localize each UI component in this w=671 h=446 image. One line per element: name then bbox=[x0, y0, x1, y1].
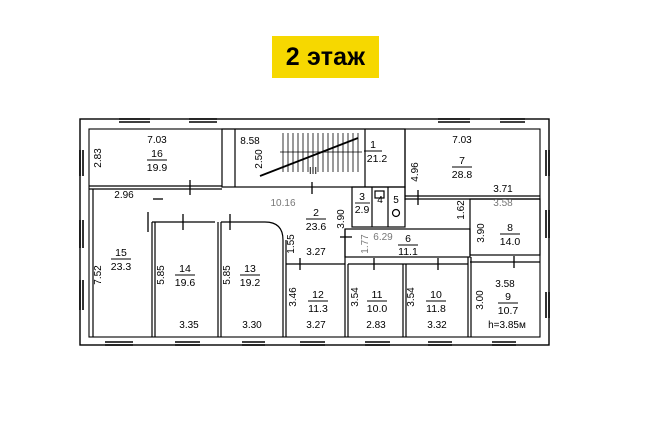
room-11: 11 10.0 bbox=[367, 289, 388, 315]
dimension: 3.58 bbox=[493, 198, 513, 209]
room-7: 7 28.8 bbox=[452, 155, 473, 181]
room-16: 16 19.9 bbox=[147, 148, 168, 174]
small-room-4: 4 bbox=[377, 195, 383, 206]
room-number: 13 bbox=[244, 263, 256, 275]
room-14: 14 19.6 bbox=[175, 263, 196, 289]
wc-block bbox=[351, 186, 406, 228]
room-12: 12 11.3 bbox=[308, 289, 328, 315]
room-area: 19.9 bbox=[147, 162, 168, 174]
dimension: 8.58 bbox=[240, 136, 260, 147]
room-area: 10.7 bbox=[498, 305, 519, 317]
room-number: 16 bbox=[151, 148, 163, 160]
windows-bottom bbox=[105, 341, 516, 346]
room-area: 11.3 bbox=[308, 303, 328, 315]
dimension: 5.85 bbox=[222, 265, 233, 285]
room-8: 8 14.0 bbox=[500, 222, 521, 248]
room-10: 10 11.8 bbox=[426, 289, 446, 315]
dimension: 3.32 bbox=[427, 320, 447, 331]
room-area: 2.9 bbox=[355, 204, 370, 216]
plan-lines bbox=[79, 118, 550, 346]
dimension: 10.16 bbox=[270, 198, 295, 209]
dimension: 1.62 bbox=[456, 200, 467, 220]
dimension: 3.35 bbox=[179, 320, 199, 331]
dimension: 3.27 bbox=[306, 320, 326, 331]
room-13: 13 19.2 bbox=[240, 263, 261, 289]
floor-label: 2 этаж bbox=[285, 42, 366, 71]
dimension: 2.50 bbox=[254, 149, 265, 169]
toilet bbox=[391, 208, 401, 218]
dimension: 7.03 bbox=[147, 135, 167, 146]
room-number: 3 bbox=[359, 191, 365, 203]
room-area: 19.6 bbox=[175, 277, 196, 289]
room-number: 8 bbox=[507, 222, 513, 234]
stair-label: III bbox=[309, 166, 317, 177]
dimension: 3.27 bbox=[306, 247, 326, 258]
room-number: 6 bbox=[405, 233, 411, 245]
room-number: 9 bbox=[505, 291, 511, 303]
room-number: 7 bbox=[459, 155, 465, 167]
dimension: 3.71 bbox=[493, 184, 513, 195]
dimension: 3.90 bbox=[336, 209, 347, 229]
dimension: 3.54 bbox=[406, 287, 417, 307]
room-number: 10 bbox=[430, 289, 442, 301]
door-marks bbox=[147, 180, 515, 270]
dimension: 3.00 bbox=[475, 290, 486, 310]
dimension: 3.46 bbox=[288, 287, 299, 307]
dimension: 2.83 bbox=[93, 148, 104, 168]
room-area: 23.6 bbox=[306, 221, 327, 233]
dimension: 6.29 bbox=[373, 232, 393, 243]
corridor-curve bbox=[264, 221, 284, 337]
stair-arrow bbox=[259, 137, 359, 177]
windows-top bbox=[119, 118, 525, 123]
room-labels: 1 21.2 2 23.6 3 2.9 6 11.1 7 28.8 8 14.0 bbox=[111, 139, 521, 317]
room-area: 19.2 bbox=[240, 277, 261, 289]
room-area: 10.0 bbox=[367, 303, 388, 315]
dimension: 7.03 bbox=[452, 135, 472, 146]
dimension: 3.54 bbox=[350, 287, 361, 307]
dimension-labels: 7.03 8.58 7.03 2.83 2.50 4.96 2.96 10.16… bbox=[93, 135, 526, 331]
room-6: 6 11.1 bbox=[398, 233, 418, 258]
small-room-5: 5 bbox=[393, 195, 399, 206]
room-2: 2 23.6 bbox=[306, 207, 327, 233]
room-area: 11.1 bbox=[398, 246, 418, 258]
room-area: 11.8 bbox=[426, 303, 446, 315]
room-area: 28.8 bbox=[452, 169, 473, 181]
room-area: 14.0 bbox=[500, 236, 521, 248]
dimension: 4.96 bbox=[410, 162, 421, 182]
dimension: 1.55 bbox=[286, 234, 297, 254]
room-area: 21.2 bbox=[367, 153, 388, 165]
room-number: 15 bbox=[115, 247, 127, 259]
room-area: 23.3 bbox=[111, 261, 132, 273]
dimension: 3.90 bbox=[476, 223, 487, 243]
room-3: 3 2.9 bbox=[355, 191, 370, 216]
dimension: 7.52 bbox=[93, 265, 104, 285]
sink bbox=[374, 190, 385, 199]
stair-treads bbox=[280, 133, 362, 172]
dimension: 2.96 bbox=[114, 190, 134, 201]
dimension: 3.30 bbox=[242, 320, 262, 331]
room8-wall bbox=[469, 198, 541, 256]
room-number: 2 bbox=[313, 207, 319, 219]
dimension: 5.85 bbox=[156, 265, 167, 285]
room-number: 14 bbox=[179, 263, 191, 275]
room-1: 1 21.2 bbox=[364, 139, 387, 165]
floor-badge: 2 этаж bbox=[272, 36, 379, 78]
dimension: 3.58 bbox=[495, 279, 515, 290]
room-number: 12 bbox=[312, 289, 324, 301]
dimension: 2.83 bbox=[366, 320, 386, 331]
windows-sides bbox=[79, 150, 550, 318]
room-9: 9 10.7 bbox=[498, 291, 519, 317]
dimension: 1.77 bbox=[360, 234, 371, 254]
ceiling-height: h=3.85м bbox=[488, 320, 526, 331]
room-number: 1 bbox=[370, 139, 376, 151]
room-number: 11 bbox=[372, 289, 383, 301]
room-15: 15 23.3 bbox=[111, 247, 132, 273]
